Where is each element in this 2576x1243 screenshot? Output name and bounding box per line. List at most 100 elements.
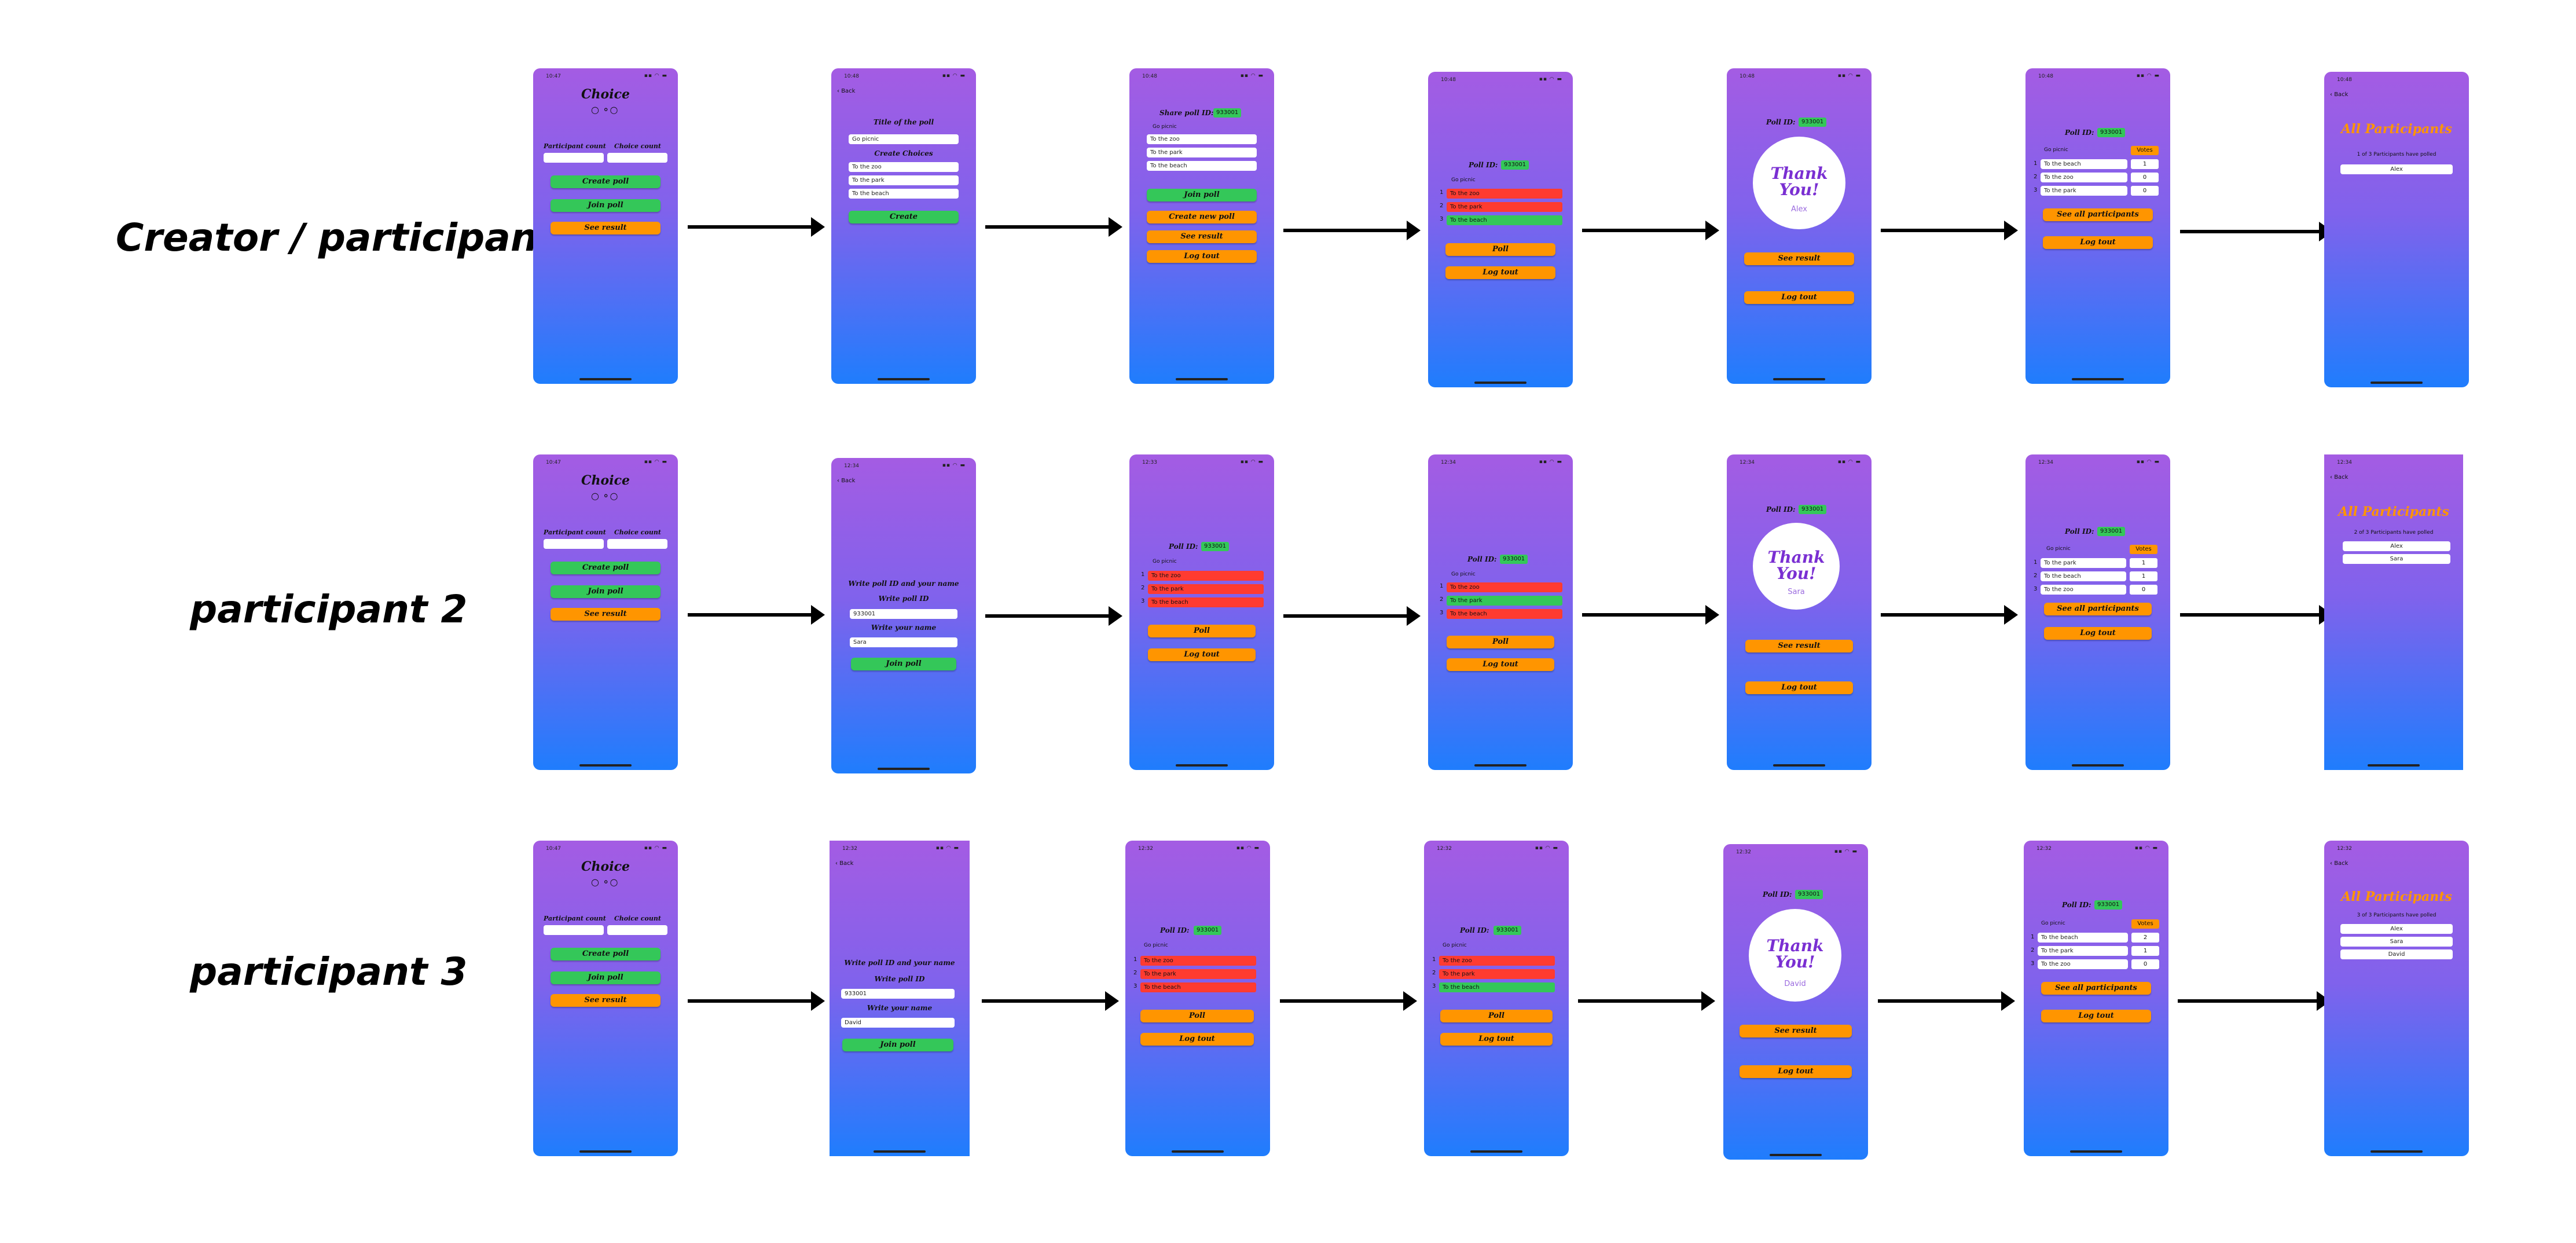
log-out-button[interactable]: Log tout [2043, 236, 2153, 249]
vote-option-2[interactable]: To the park [1140, 969, 1256, 979]
see-result-button[interactable]: See result [551, 608, 660, 621]
back-button[interactable]: ‹ Back [2330, 474, 2349, 481]
poll-id-input[interactable]: 933001 [850, 609, 957, 619]
status-time: 10:48 [1441, 77, 1456, 83]
back-button[interactable]: ‹ Back [837, 478, 856, 484]
status-time: 12:34 [844, 463, 859, 469]
poll-button[interactable]: Poll [1445, 243, 1555, 256]
screen-all-participants: 10:48 ‹ Back All Participants 1 of 3 Par… [2324, 72, 2469, 387]
choice-count-input[interactable] [607, 925, 667, 935]
poll-id-label: Poll ID: [1169, 542, 1198, 551]
see-all-participants-button[interactable]: See all participants [2043, 208, 2153, 221]
vote-option-3[interactable]: To the beach [1447, 609, 1562, 619]
choice-row-3: To the beach [1147, 161, 1257, 171]
create-poll-button[interactable]: Create poll [551, 175, 660, 188]
screen-vote: 12:32 ▪▪ ◠ ▬ Poll ID: 933001 Go picnic 1… [1424, 841, 1569, 1156]
vote-option-1[interactable]: To the zoo [1140, 956, 1256, 966]
back-button[interactable]: ‹ Back [2330, 860, 2349, 867]
vote-option-1[interactable]: To the zoo [1148, 571, 1264, 581]
log-out-button[interactable]: Log tout [1740, 1065, 1852, 1078]
choice-count-input[interactable] [607, 539, 667, 549]
log-out-button[interactable]: Log tout [1440, 1033, 1553, 1046]
back-button[interactable]: ‹ Back [837, 88, 856, 94]
join-poll-button[interactable]: Join poll [551, 199, 660, 212]
poll-title-text: Go picnic [2044, 147, 2068, 153]
join-poll-button[interactable]: Join poll [551, 971, 660, 984]
home-indicator [1773, 764, 1825, 767]
participant-row: Sara [2340, 937, 2453, 947]
poll-id-input[interactable]: 933001 [841, 989, 955, 999]
name-input[interactable]: Sara [850, 637, 957, 647]
log-out-button[interactable]: Log tout [1447, 658, 1554, 671]
see-all-participants-button[interactable]: See all participants [2044, 603, 2152, 615]
join-poll-button[interactable]: Join poll [1147, 189, 1257, 201]
poll-button[interactable]: Poll [1140, 1010, 1254, 1022]
choice-number: 2 [1432, 970, 1436, 976]
see-result-button[interactable]: See result [1744, 252, 1854, 265]
create-poll-button[interactable]: Create poll [551, 948, 660, 960]
log-out-button[interactable]: Log tout [1148, 648, 1256, 661]
join-poll-button[interactable]: Join poll [851, 658, 956, 670]
home-indicator [2370, 382, 2423, 384]
choice-count-input[interactable] [607, 153, 667, 163]
see-result-button[interactable]: See result [1147, 230, 1257, 243]
vote-option-2[interactable]: To the park [1439, 969, 1555, 979]
log-out-button[interactable]: Log tout [1147, 250, 1257, 263]
join-poll-button[interactable]: Join poll [551, 585, 660, 598]
choice-number: 2 [1440, 596, 1444, 603]
log-out-button[interactable]: Log tout [1445, 266, 1555, 279]
choice-input-3[interactable]: To the beach [849, 189, 959, 199]
status-time: 12:32 [2337, 846, 2352, 852]
poll-button[interactable]: Poll [1440, 1010, 1553, 1022]
back-button[interactable]: ‹ Back [2330, 91, 2349, 98]
vote-option-3[interactable]: To the beach [1148, 597, 1264, 607]
vote-count: 1 [2131, 946, 2159, 956]
poll-id-badge: 933001 [1213, 108, 1242, 118]
choice-number: 1 [1440, 583, 1444, 589]
vote-option-3[interactable]: To the beach [1140, 982, 1256, 992]
status-icons: ▪▪ ◠ ▬ [644, 459, 667, 465]
see-result-button[interactable]: See result [551, 994, 660, 1007]
log-out-button[interactable]: Log tout [2041, 1010, 2151, 1022]
home-indicator [579, 1150, 632, 1153]
poll-button[interactable]: Poll [1447, 636, 1554, 648]
result-row: To the beach [2041, 571, 2126, 581]
choice-input-2[interactable]: To the park [849, 175, 959, 185]
vote-option-3[interactable]: To the beach [1439, 982, 1555, 992]
vote-option-1[interactable]: To the zoo [1439, 956, 1555, 966]
thank-you-text: Thank You! [1770, 164, 1828, 199]
status-icons: ▪▪ ◠ ▬ [942, 463, 966, 468]
participant-count-input[interactable] [544, 925, 604, 935]
log-out-button[interactable]: Log tout [1140, 1033, 1254, 1046]
poll-title-label: Title of the poll [873, 118, 934, 126]
see-result-button[interactable]: See result [551, 222, 660, 234]
log-out-button[interactable]: Log tout [1744, 291, 1854, 304]
vote-option-2[interactable]: To the park [1447, 596, 1562, 606]
see-result-button[interactable]: See result [1745, 640, 1853, 652]
vote-option-1[interactable]: To the zoo [1447, 189, 1562, 199]
log-out-button[interactable]: Log tout [2044, 627, 2152, 640]
participant-count-input[interactable] [544, 153, 604, 163]
log-out-button[interactable]: Log tout [1745, 681, 1853, 694]
create-poll-button[interactable]: Create poll [551, 562, 660, 574]
create-new-poll-button[interactable]: Create new poll [1147, 211, 1257, 223]
name-input[interactable]: David [841, 1018, 955, 1028]
vote-option-2[interactable]: To the park [1148, 584, 1264, 594]
vote-option-3[interactable]: To the beach [1447, 215, 1562, 225]
choice-input-1[interactable]: To the zoo [849, 162, 959, 172]
vote-option-1[interactable]: To the zoo [1447, 582, 1562, 592]
row-label-creator: Creator / participant 1 [116, 215, 596, 260]
participant-row: David [2340, 949, 2453, 959]
vote-option-2[interactable]: To the park [1447, 202, 1562, 212]
status-time: 12:32 [2036, 846, 2052, 852]
participant-count-input[interactable] [544, 539, 604, 549]
see-result-button[interactable]: See result [1740, 1025, 1852, 1037]
poll-button[interactable]: Poll [1148, 625, 1256, 637]
see-all-participants-button[interactable]: See all participants [2041, 982, 2151, 995]
create-button[interactable]: Create [849, 211, 959, 223]
poll-title-input[interactable]: Go picnic [849, 134, 959, 144]
status-icons: ▪▪ ◠ ▬ [644, 73, 667, 79]
back-button[interactable]: ‹ Back [835, 860, 854, 867]
join-poll-button[interactable]: Join poll [842, 1039, 953, 1051]
votes-header: Votes [2130, 545, 2157, 554]
